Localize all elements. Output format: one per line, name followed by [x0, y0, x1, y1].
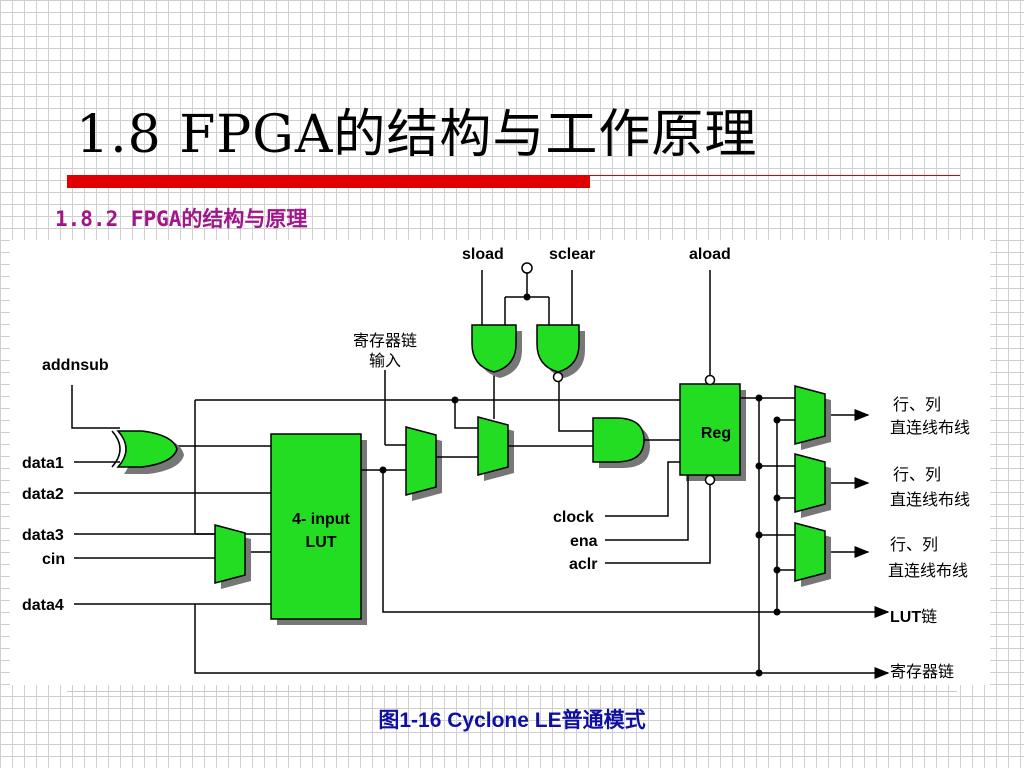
label-sclear: sclear	[549, 246, 595, 263]
and-gate	[592, 417, 650, 468]
output-mux-2	[794, 453, 831, 518]
label-data4: data4	[22, 597, 64, 614]
register-block: Reg	[679, 374, 746, 486]
label-reg-chain: 寄存器链	[890, 662, 954, 681]
mux-2	[477, 416, 514, 481]
cin-mux	[214, 524, 251, 589]
label-addnsub: addnsub	[42, 357, 109, 374]
label-ena: ena	[570, 533, 598, 550]
label-cin: cin	[42, 551, 65, 568]
label-data2: data2	[22, 486, 64, 503]
label-aclr: aclr	[569, 556, 597, 573]
label-out2-line1: 行、列	[893, 465, 941, 484]
output-mux-1	[794, 385, 831, 450]
label-data1: data1	[22, 455, 64, 472]
input-wires	[71, 385, 890, 679]
label-out1-line2: 直连线布线	[890, 418, 970, 437]
label-chain-input-2: 输入	[369, 351, 401, 370]
lut-label-line2: LUT	[305, 534, 336, 551]
label-aload: aload	[689, 246, 731, 263]
figure-caption: 图1-16 Cyclone LE普通模式	[378, 709, 646, 732]
output-mux-3	[794, 522, 831, 587]
label-sload: sload	[462, 246, 504, 263]
label-out2-line2: 直连线布线	[890, 490, 970, 509]
title-underline-bar	[67, 175, 590, 188]
control-wires-top	[481, 262, 573, 325]
lut-block: 4- input LUT	[270, 433, 367, 625]
label-chain-input-1: 寄存器链	[353, 331, 417, 350]
lut-label-line1: 4- input	[292, 511, 350, 528]
slide-subtitle: 1.8.2 FPGA的结构与原理	[55, 207, 308, 231]
label-out3-line1: 行、列	[890, 535, 938, 554]
footer-rule	[67, 691, 957, 692]
label-out1-line1: 行、列	[893, 395, 941, 414]
title-underline-rule	[590, 175, 960, 176]
label-clock: clock	[553, 509, 594, 526]
sload-gate	[471, 324, 522, 378]
label-out3-line2: 直连线布线	[888, 561, 968, 580]
lut-output-wires	[361, 466, 890, 618]
reg-label: Reg	[701, 425, 731, 442]
output-wires	[740, 394, 870, 677]
label-lut-chain: LUT链	[890, 607, 937, 626]
slide-title: 1.8 FPGA的结构与工作原理	[76, 105, 758, 165]
label-data3: data3	[22, 527, 64, 544]
clock-ena-aclr-wires	[605, 461, 711, 564]
mux-1	[405, 426, 442, 501]
sclear-gate	[536, 324, 585, 383]
xor-gate	[111, 430, 184, 474]
